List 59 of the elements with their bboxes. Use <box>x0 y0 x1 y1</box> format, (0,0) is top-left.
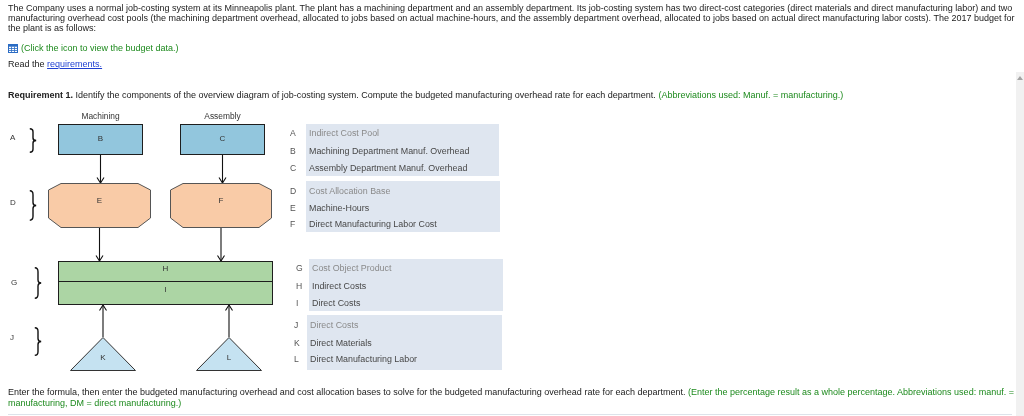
node-label: L <box>226 353 232 362</box>
arrow <box>224 304 234 338</box>
node-label: H <box>162 264 169 273</box>
process-box <box>58 124 143 155</box>
row-letter: E <box>290 203 296 213</box>
row-letter: A <box>290 128 296 138</box>
answer-text: Cost Allocation Base <box>309 186 391 196</box>
section-letter: J <box>10 333 14 343</box>
section-letter: G <box>11 278 18 288</box>
row-letter: C <box>290 163 297 173</box>
column-header: Machining <box>81 111 120 121</box>
section-letter: D <box>10 198 16 208</box>
answer-text: Assembly Department Manuf. Overhead <box>309 163 468 173</box>
arrow <box>96 154 105 184</box>
answer-text: Indirect Cost Pool <box>309 128 380 138</box>
node-label: K <box>100 353 106 362</box>
section-letter: A <box>10 133 16 143</box>
answer-text: Machine-Hours <box>309 203 370 213</box>
answer-panel <box>306 124 499 176</box>
arrow <box>218 154 227 184</box>
instruction-text: Enter the formula, then enter the budgeted manufacturing overhead and cost allocation bases to solve for the budgeted manufacturing overhead rate for each department. (Enter the percentage result as a whole percentage. Abbreviations used: manuf. = manufacturing, DM = direct manufacturing.) <box>8 387 1015 408</box>
answer-text: Direct Manufacturing Labor <box>310 354 418 364</box>
node-label: C <box>219 134 226 143</box>
bar-segment <box>58 281 273 305</box>
answer-text: Cost Object Product <box>312 263 392 273</box>
instruction-text: Read the requirements. <box>8 59 103 70</box>
answer-panel <box>307 315 502 370</box>
row-letter: L <box>294 354 299 364</box>
arrow <box>216 227 226 262</box>
problem-text: The Company uses a normal job-costing system at its Minneapolis plant. The plant has a machining department and an assembly department. Its job-costing system has two direct-cost categories (direct materials and direct manufacturing labor) and two manufacturing overhead cost pools (the machining department overhead, allocated to jobs based on actual machine-hours, and the assembly department overhead, allocated to jobs based on actual direct manufacturing labor costs). The 2017 budget for the plant is as follows: <box>8 3 1016 33</box>
row-letter: K <box>294 338 300 348</box>
question-text: Requirement 1. Identify the components of the overview diagram of job-costing system. Compute the budgeted manufacturing overhead rate for each department. <box>8 90 656 100</box>
node-label: E <box>96 196 103 205</box>
row-letter: F <box>290 219 296 229</box>
row-letter: H <box>296 281 303 291</box>
answer-panel <box>309 259 503 311</box>
row-letter: I <box>296 298 299 308</box>
answer-text: Machining Department Manuf. Overhead <box>309 146 470 156</box>
answer-text: Indirect Costs <box>312 281 367 291</box>
hint-text: (Click the icon to view the budget data.) <box>21 43 179 54</box>
bar-segment <box>58 261 273 282</box>
node-label: B <box>97 134 104 143</box>
hint-text: (Abbreviations used: Manuf. = manufacturing.) <box>658 90 844 100</box>
node-label: I <box>164 285 167 294</box>
answer-text: Direct Costs <box>310 320 359 330</box>
answer-panel <box>306 181 500 232</box>
answer-text: Direct Manufacturing Labor Cost <box>309 219 437 229</box>
process-box <box>180 124 265 155</box>
answer-text: Direct Materials <box>310 338 372 348</box>
row-letter: D <box>290 186 297 196</box>
row-letter: J <box>294 320 299 330</box>
answer-text: Direct Costs <box>312 298 361 308</box>
arrow <box>98 304 108 338</box>
row-letter: G <box>296 263 303 273</box>
column-header: Assembly <box>204 111 241 121</box>
text-link: requirements. <box>47 59 103 69</box>
arrow <box>95 227 104 262</box>
node-label: F <box>218 196 224 205</box>
row-letter: B <box>290 146 296 156</box>
